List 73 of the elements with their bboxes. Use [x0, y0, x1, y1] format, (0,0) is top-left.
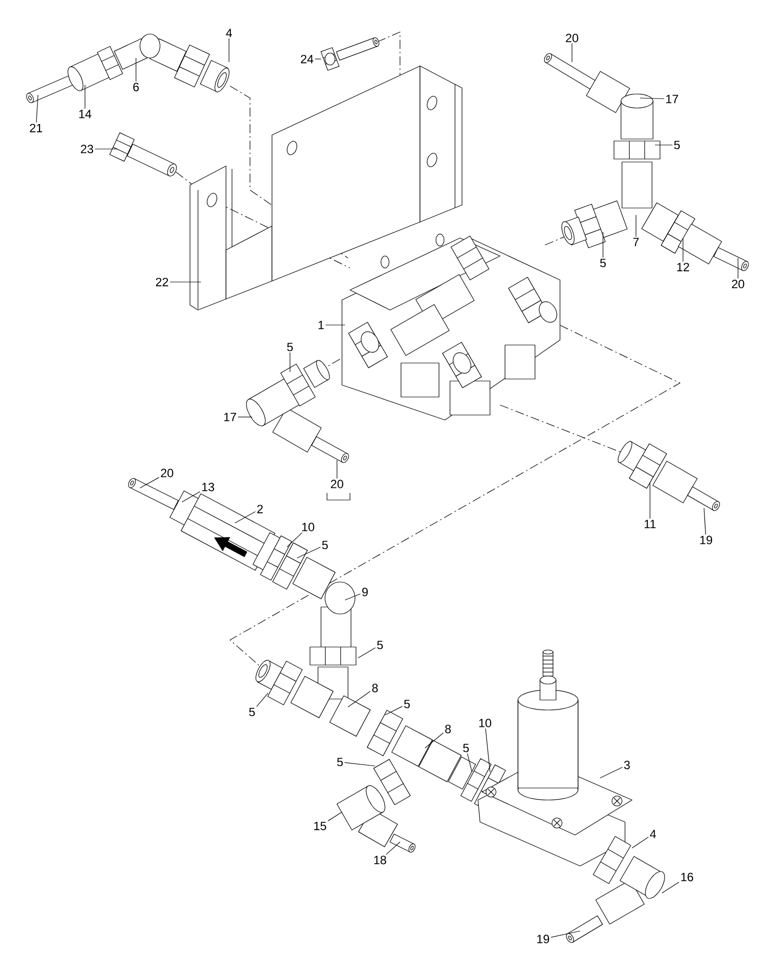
callout-number: 20 — [160, 468, 174, 478]
callout-number: 4 — [650, 830, 656, 838]
leader-line — [228, 38, 230, 62]
callout-number: 9 — [362, 588, 368, 596]
callout-number: 4 — [226, 28, 232, 38]
callout-number: 17 — [666, 94, 678, 104]
leader-line — [602, 232, 604, 258]
leader-line — [328, 812, 342, 822]
callout-number: 12 — [677, 262, 690, 272]
leader-line — [386, 842, 400, 855]
callout-number: 17 — [224, 412, 236, 422]
leader-line — [654, 144, 673, 146]
leader-line — [485, 728, 490, 772]
leader-line — [325, 324, 346, 326]
callout-number: 11 — [644, 520, 656, 528]
leader-line — [640, 98, 664, 100]
callout-number: 5 — [287, 342, 293, 352]
callout-number: 20 — [732, 280, 744, 288]
leader-line — [36, 94, 38, 123]
leader-line — [140, 477, 160, 488]
leader-line — [348, 690, 371, 708]
callout-number: 8 — [372, 684, 378, 692]
callout-number: 24 — [300, 54, 314, 64]
callout-number: 14 — [79, 110, 92, 118]
leader-line — [467, 753, 472, 772]
callout-number: 5 — [463, 744, 469, 752]
leader-line — [358, 647, 376, 658]
leader-line — [84, 84, 86, 109]
leader-line — [682, 238, 684, 262]
callout-number: 1 — [318, 320, 324, 330]
leader-line — [550, 930, 580, 938]
callout-number: 5 — [674, 140, 680, 150]
callout-number: 10 — [479, 718, 492, 728]
leader-line — [182, 491, 200, 502]
callout-number: 20 — [566, 34, 578, 42]
callout-number: 21 — [30, 124, 42, 132]
leader-line — [336, 460, 338, 479]
leader-line — [424, 732, 444, 748]
callout-number: 5 — [377, 640, 383, 650]
callout-number: 7 — [633, 238, 639, 246]
callout-number: 22 — [156, 278, 168, 286]
leader-line — [632, 836, 649, 848]
leader-line — [384, 706, 403, 716]
callout-number: 13 — [202, 482, 214, 492]
callout-number: 5 — [249, 708, 255, 716]
callout-number: 5 — [322, 540, 328, 550]
leader-line — [286, 532, 302, 548]
callout-number: 18 — [374, 856, 386, 864]
callout-number: 16 — [681, 872, 694, 882]
leader-line — [234, 511, 256, 524]
leader-line — [344, 594, 361, 600]
callout-number: 19 — [700, 536, 712, 544]
leader-line — [94, 148, 118, 150]
leader-line — [238, 416, 252, 418]
callout-number: 5 — [404, 700, 410, 708]
callout-number: 23 — [80, 144, 94, 154]
callout-number: 15 — [314, 822, 326, 830]
leader-line — [296, 546, 321, 558]
callout-number: 3 — [624, 760, 630, 770]
callout-number: 8 — [445, 724, 451, 734]
callout-number: 5 — [337, 758, 343, 766]
leader-line — [344, 762, 376, 766]
leader-line — [256, 692, 268, 707]
callout-number: 5 — [600, 258, 606, 268]
leader-line — [314, 58, 322, 60]
leader-line — [600, 766, 623, 778]
callout-number: 2 — [257, 504, 263, 514]
leader-line — [662, 882, 680, 894]
leader-line — [704, 508, 706, 535]
callout-number: 10 — [302, 522, 314, 532]
callout-number: 20 — [330, 480, 344, 488]
callout-number: 19 — [537, 934, 550, 944]
callout-number: 6 — [133, 82, 139, 92]
